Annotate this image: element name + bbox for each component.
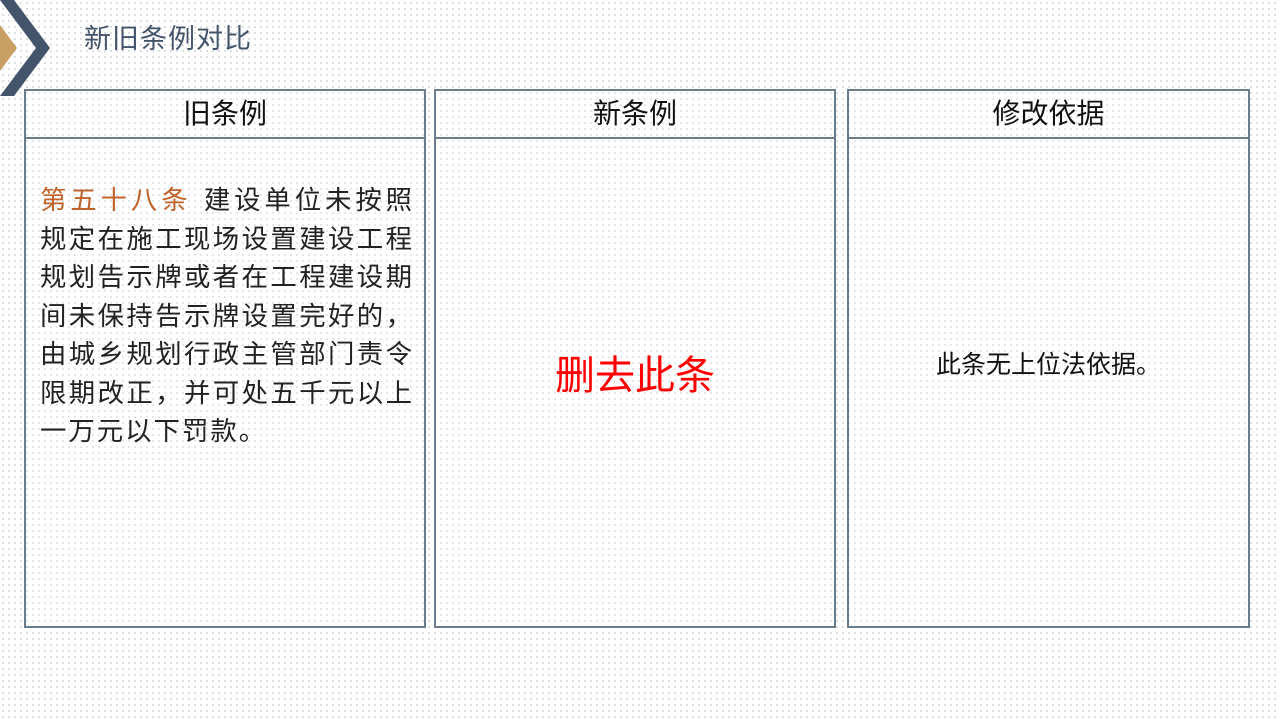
old-regulation-body: 第五十八条 建设单位未按照规定在施工现场设置建设工程规划告示牌或者在工程建设期间… xyxy=(26,139,424,628)
revision-basis-text: 此条无上位法依据。 xyxy=(935,349,1161,379)
page-title: 新旧条例对比 xyxy=(84,24,252,55)
old-regulation-text: 第五十八条 建设单位未按照规定在施工现场设置建设工程规划告示牌或者在工程建设期间… xyxy=(40,182,414,452)
old-regulation-header: 旧条例 xyxy=(26,91,424,139)
new-regulation-body: 删去此条 xyxy=(436,139,834,628)
revision-basis-body: 此条无上位法依据。 xyxy=(849,139,1248,628)
revision-basis-panel: 修改依据 此条无上位法依据。 xyxy=(847,89,1250,628)
article-number: 第五十八条 xyxy=(40,185,192,216)
double-chevron-logo-icon xyxy=(0,0,50,96)
new-regulation-header: 新条例 xyxy=(436,91,834,139)
new-regulation-panel: 新条例 删去此条 xyxy=(434,89,836,628)
delete-notice: 删去此条 xyxy=(555,352,715,399)
article-content: 建设单位未按照规定在施工现场设置建设工程规划告示牌或者在工程建设期间未保持告示牌… xyxy=(40,185,415,447)
revision-basis-header: 修改依据 xyxy=(849,91,1248,139)
old-regulation-panel: 旧条例 第五十八条 建设单位未按照规定在施工现场设置建设工程规划告示牌或者在工程… xyxy=(24,89,426,628)
